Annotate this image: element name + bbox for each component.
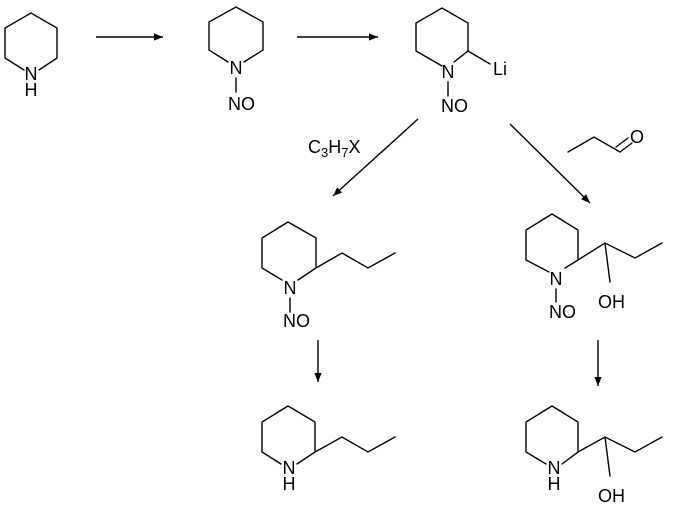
- lithio-nitrosopiperidine: Li N NO: [415, 7, 507, 116]
- hydroxyl-group: OH: [598, 292, 625, 312]
- nitroso-group: NO: [283, 311, 310, 331]
- c-oh-bond: [604, 242, 611, 283]
- carbonyl-bond-a: [619, 142, 633, 153]
- reaction-arrow-addition: [509, 123, 591, 204]
- hydroxypropylpiperidine-ring: [525, 405, 579, 465]
- atom-nh-h: H: [283, 474, 296, 494]
- nitrosopiperidine-ring: [208, 6, 264, 63]
- atom-o: O: [630, 127, 644, 147]
- lithio-ring: [415, 7, 469, 67]
- atom-n: N: [550, 269, 563, 289]
- propyl-chain: [315, 252, 396, 269]
- reagent-label: C3H7X: [308, 137, 360, 160]
- propylpiperidine-ring: [261, 405, 316, 465]
- nitroso-group: NO: [441, 96, 468, 116]
- n-nitrosopiperidine: N NO: [208, 6, 264, 114]
- atom-nh-h: H: [548, 474, 561, 494]
- c-oh-bond: [604, 436, 611, 477]
- propylpiperidine: N H: [261, 405, 396, 494]
- propyl-nitroso-ring: [261, 221, 317, 281]
- atom-nh: N: [25, 64, 38, 84]
- propyl-nitrosopiperidine: N NO: [261, 221, 396, 331]
- atom-li: Li: [493, 59, 507, 79]
- atom-nh: N: [283, 458, 296, 478]
- atom-n: N: [284, 278, 297, 298]
- atom-nh: N: [548, 458, 561, 478]
- hydroxypropyl-chain: [577, 242, 663, 261]
- reaction-arrow-alkylation: [332, 118, 419, 197]
- atom-n: N: [442, 62, 455, 82]
- nitroso-group: NO: [549, 302, 576, 322]
- reagent-propanal: O: [567, 127, 644, 153]
- piperidine: N H: [4, 12, 58, 100]
- piperidine-ring: [4, 12, 58, 71]
- atom-n: N: [230, 58, 243, 78]
- hydroxypropyl-nitroso-ring: [525, 213, 579, 273]
- c-li-bond: [467, 50, 491, 65]
- hydroxyl-group: OH: [598, 486, 625, 506]
- atom-nh-h: H: [25, 80, 38, 100]
- nitroso-group: NO: [228, 94, 255, 114]
- reagent-alkyl-halide: C3H7X: [308, 137, 360, 160]
- propanal-chain: [567, 136, 621, 153]
- hydroxypropyl-chain: [577, 436, 663, 453]
- carbonyl-bond-b: [615, 137, 629, 148]
- propyl-chain: [314, 436, 396, 453]
- hydroxypropylpiperidine: OH N H: [525, 405, 663, 506]
- hydroxypropyl-nitrosopiperidine: OH N NO: [525, 213, 663, 322]
